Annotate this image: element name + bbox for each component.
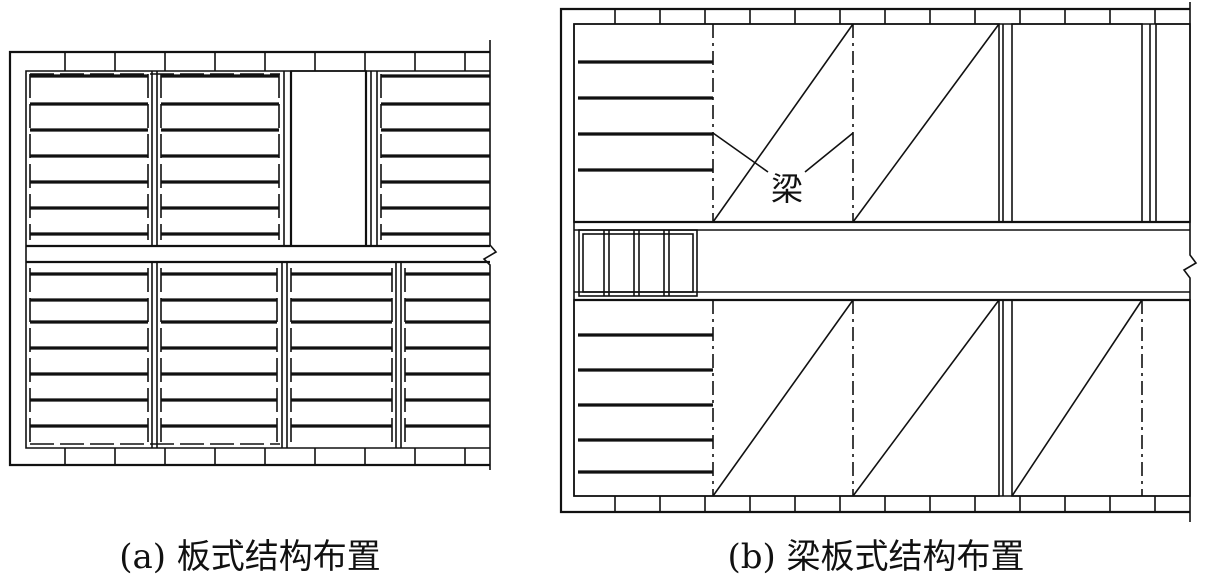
figure-b-outer-walls (559, 2, 1198, 522)
figure-a-caption: (a) 板式结构布置 (119, 537, 381, 577)
figure-b-upper-rooms (573, 23, 1191, 223)
figure-b-beam-leaders (712, 132, 854, 173)
figure-a-lower-rooms (151, 262, 402, 448)
figure-a-upper-rooms (151, 70, 378, 247)
figure-a-support-lines (29, 73, 406, 445)
figure-b-beam-label: 梁 (771, 170, 803, 208)
figure-a-slab-strips (30, 74, 490, 428)
figure-b-beam-slab-layout: 梁 (b) 梁板式结构布置 (559, 2, 1198, 577)
figure-b-beams (712, 24, 1143, 496)
figure-b-slab-strips (578, 60, 713, 474)
figure-b-lower-rooms (573, 299, 1191, 497)
figure-b-caption: (b) 梁板式结构布置 (727, 537, 1024, 577)
figure-b-stair (578, 229, 698, 297)
figure-b-slab-diagonals (712, 23, 1143, 497)
figure-b-wall-ticks (614, 9, 1156, 512)
figure-a-corridor (26, 244, 490, 264)
figure-a-wall-ticks (64, 52, 466, 465)
figure-a-slab-layout: (a) 板式结构布置 (8, 40, 498, 577)
